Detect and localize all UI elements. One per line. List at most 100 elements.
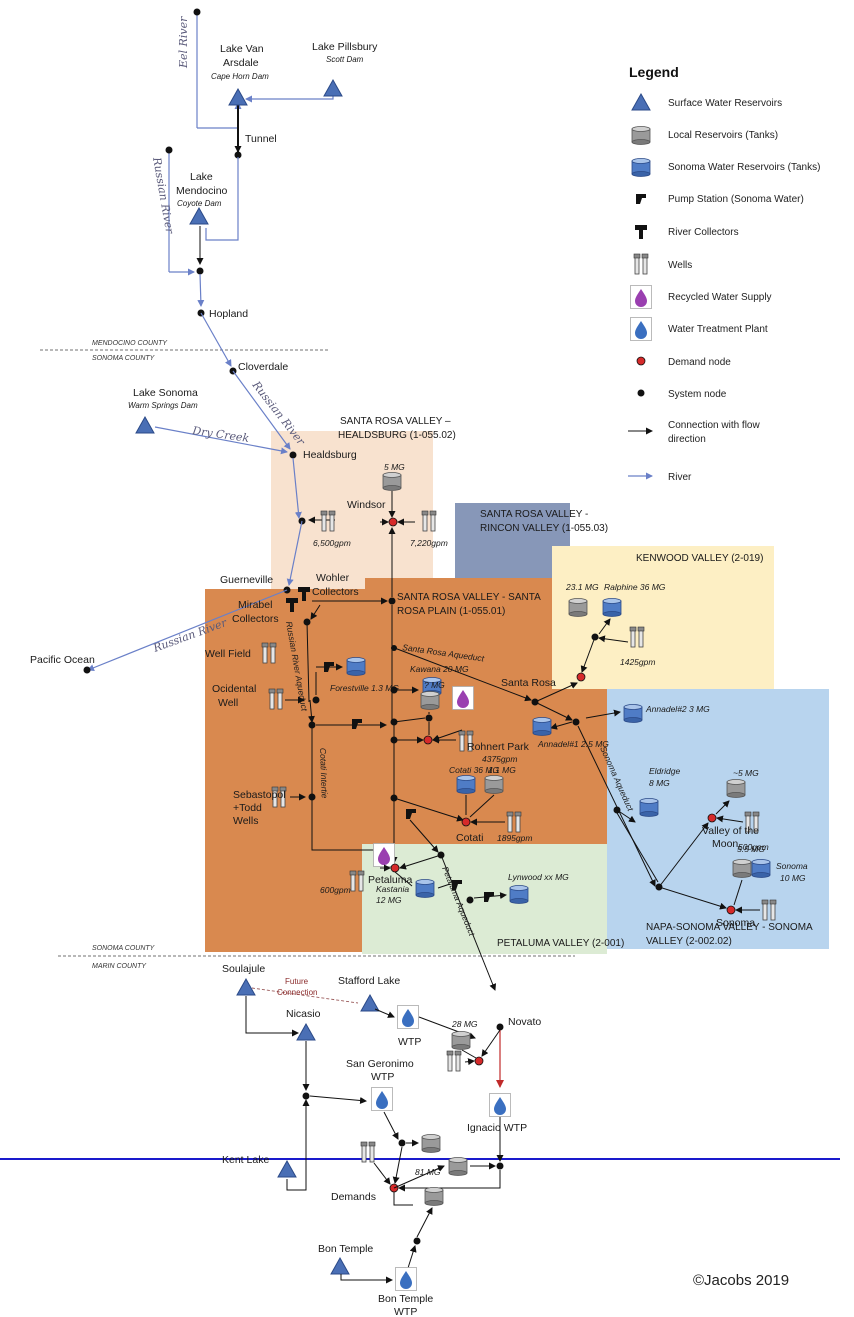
legend-label-system: System node [668,389,727,400]
legend-label-demand: Demand node [668,357,731,368]
lake-pillsbury-reservoir-icon [323,79,343,97]
legend-sonoma-tank-icon [631,158,651,177]
label-sonoma-tank-1: Sonoma [776,861,808,871]
demands-to-81mg [393,1165,445,1189]
cotati-36mg-tank-icon [456,775,476,794]
label-hopland: Hopland [209,308,248,320]
label-kawana: Kawana 20 MG [410,664,469,674]
label-ralphine: Ralphine 36 MG [604,582,666,592]
nicasio-reservoir-icon [296,1023,316,1041]
to-sonoma-demand [658,886,727,910]
ignacio-wtp-icon [489,1093,511,1117]
wells-to-valley [716,815,744,823]
petaluma-demand-node [390,863,400,873]
county-label-marin: MARIN COUNTY [92,963,147,970]
label-future-2: Connection [277,988,317,997]
label-nicasio: Nicasio [286,1008,321,1020]
label-valleymoon-2: Moon [712,838,738,850]
sonoma-demand-node [726,905,736,915]
bon-temple-to-tank [416,1207,433,1238]
rohnert-node [425,714,433,722]
label-sebastopol-3: Wells [233,815,258,827]
label-gpm6500: 6,500gpm [313,538,351,548]
trunk-down-1 [307,699,315,723]
novato-node [496,1023,504,1031]
label-cloverdale: Cloverdale [238,361,288,373]
demands-upper-tank-icon [421,1134,441,1153]
label-cotati-intertie: Cotati Intertie [318,748,330,799]
river-to-hopland [197,273,205,307]
eel-river-flow [197,102,242,129]
basin-label-santarosa-2: ROSA PLAIN (1-055.01) [397,606,505,617]
cotati-tank2-link [469,794,495,818]
label-lake-sonoma: Lake Sonoma [133,387,198,399]
legend-label-flow-2: direction [668,434,706,445]
label-soulajule: Soulajule [222,963,265,975]
label-cotati: Cotati [456,832,483,844]
forestville-node [312,696,320,704]
label-gpm600: 600gpm [320,885,351,895]
ignacio-node [496,1162,504,1170]
label-ocidental-1: Ocidental [212,683,256,695]
label-kentlake: Kent Lake [222,1154,269,1166]
to-petaluma-demand [399,854,442,870]
label-forestville: Forestville 1.3 MG [330,683,399,693]
eel-river-source-node [193,8,201,16]
label-kastania-1: Kastania [376,884,409,894]
legend-surface-reservoir-icon [631,93,651,111]
sonoma-aqueduct [577,725,656,887]
cotati-11mg-tank-icon [484,775,504,794]
label-novato: Novato [508,1016,541,1028]
lake-van-arsdale-reservoir-icon [228,88,248,106]
river-label-eel: Eel River [177,16,190,69]
label-pillsbury: Lake Pillsbury [312,41,378,53]
rohnert-tank-icon [420,691,440,710]
label-healdsburg: Healdsburg [303,449,357,461]
ralphine-tank-icon [602,598,622,617]
trunk-node-1 [308,721,316,729]
to-cotati-demand [393,797,464,822]
sonoma-10mg-tank-icon [751,859,771,878]
legend-pump-station-icon [636,194,646,204]
label-stafford-wtp: WTP [398,1036,421,1048]
kenwood-demand-node [576,672,586,682]
to-annadel2 [585,709,621,719]
label-guerneville: Guerneville [220,574,273,586]
legend-recycled-water-icon [630,285,652,309]
basin-santarosa-region [205,578,607,952]
santarosa-to-annadel [534,701,573,721]
label-wohler-2: Collectors [312,586,359,598]
river-to-guerneville [286,520,303,586]
sangeronimo-to-tank [383,1111,399,1140]
label-vanarsdale-2: Arsdale [223,57,259,69]
basin-rincon-region [455,503,570,578]
to-demands-node [392,1146,403,1184]
label-kastania-2: 12 MG [376,895,402,905]
wells-to-kenwood [598,635,629,643]
legend-system-node-icon [637,389,645,397]
label-5mg: 5 MG [384,462,405,472]
nicasio-node [302,1092,310,1100]
to-san-geronimo [309,1095,367,1104]
lake-sonoma-reservoir-icon [135,416,155,434]
legend-wells-icon [633,253,649,275]
label-rohnert: Rohnert Park [467,741,530,753]
cotati-demand-node [461,817,471,827]
wells-to-demands [373,1162,391,1185]
label-annadel2: Annadel#2 3 MG [645,704,710,714]
future-connection-line [251,987,359,1004]
annadel-node [572,718,580,726]
legend-label-pump: Pump Station (Sonoma Water) [668,194,804,205]
novato-demand-node [474,1056,484,1066]
kastania-to-pump [437,883,451,889]
sonoma-tank-link [733,879,743,906]
basin-label-rincon-1: SANTA ROSA VALLEY - [480,509,588,520]
santarosa-to-kenwood [534,682,578,703]
label-28mg: 28 MG [451,1019,478,1029]
label-annadel1: Annadel#1 2.5 MG [537,739,609,749]
label-bontemple-wtp-2: WTP [394,1306,417,1317]
russian-source-node [165,146,173,154]
tunnel-node [234,151,242,159]
bon-temple-wtp-icon [395,1267,417,1291]
